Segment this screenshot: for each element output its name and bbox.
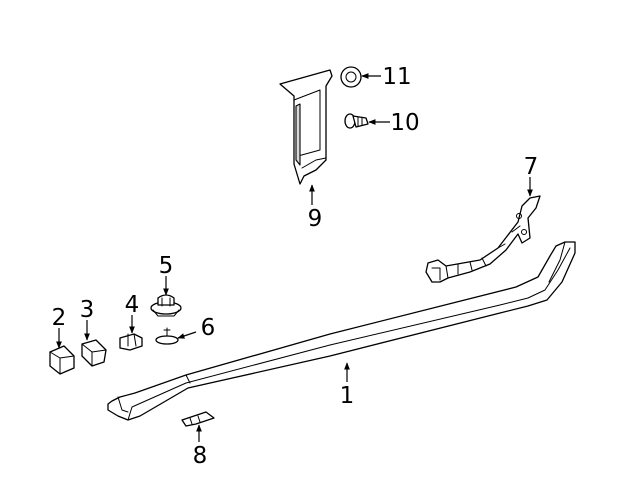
push-fastener xyxy=(150,294,182,317)
callout-2: 2 xyxy=(52,305,67,331)
callout-5: 5 xyxy=(159,253,174,279)
callout-3: 3 xyxy=(80,297,95,323)
callout-9: 9 xyxy=(308,206,323,232)
callout-1: 1 xyxy=(340,383,355,409)
screw xyxy=(344,113,369,129)
leader-lines xyxy=(56,73,533,442)
retainer-pin xyxy=(155,327,179,345)
callout-6: 6 xyxy=(201,315,216,341)
rocker-molding xyxy=(107,241,576,421)
clip-a xyxy=(49,345,75,375)
clip-b xyxy=(81,339,107,367)
pillar-trim xyxy=(279,69,333,185)
grommet-cap xyxy=(340,66,362,88)
small-bracket xyxy=(181,411,215,427)
callout-7: 7 xyxy=(524,154,539,180)
callout-11: 11 xyxy=(382,64,411,90)
callout-4: 4 xyxy=(125,292,140,318)
callout-10: 10 xyxy=(390,110,419,136)
callouts: 1 2 3 4 5 6 7 8 9 10 11 xyxy=(52,64,539,469)
clip-c xyxy=(119,333,143,351)
sill-bracket xyxy=(425,195,541,283)
callout-8: 8 xyxy=(193,443,208,469)
